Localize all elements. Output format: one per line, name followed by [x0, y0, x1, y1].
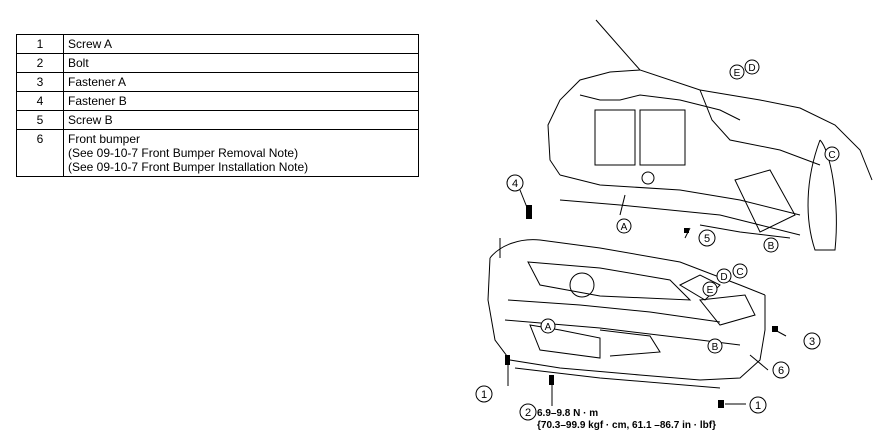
- callout-c-label: C: [828, 150, 835, 161]
- callout-6: 6: [772, 361, 790, 379]
- callout-c-label: C: [736, 267, 743, 278]
- callout-1-right: 1: [749, 396, 767, 414]
- callout-5: 5: [698, 229, 716, 247]
- removal-note-link[interactable]: (See 09-10-7 Front Bumper Removal Note): [68, 146, 299, 160]
- part-number: 4: [16, 91, 64, 111]
- callout-4: 4: [506, 174, 524, 192]
- callout-2: 2: [519, 403, 537, 421]
- table-row: 1 Screw A: [16, 34, 419, 54]
- torque-spec: 6.9–9.8 N · m {70.3–99.9 kgf · cm, 61.1 …: [537, 408, 716, 432]
- callout-a-label: A: [545, 322, 552, 333]
- part-description: Front bumper (See 09-10-7 Front Bumper R…: [63, 129, 419, 177]
- part-name: Screw B: [63, 110, 419, 130]
- vehicle-body-outline: [547, 19, 873, 251]
- callout-d-upper: D: [744, 59, 760, 75]
- callout-b-label: B: [768, 241, 775, 252]
- callout-e-label: E: [707, 285, 714, 296]
- table-row: 4 Fastener B: [16, 91, 419, 111]
- torque-value-kgf: {70.3–99.9 kgf · cm, 61.1 –86.7 in · lbf…: [537, 420, 716, 431]
- callout-e-label: E: [734, 68, 741, 79]
- fastener-markers: [505, 205, 778, 408]
- part-name: Bolt: [63, 53, 419, 73]
- front-bumper-outline: [487, 238, 766, 389]
- part-name: Front bumper: [68, 132, 141, 146]
- callout-d-label: D: [720, 272, 727, 283]
- callout-a-upper: A: [616, 218, 632, 234]
- callout-1-label: 1: [755, 400, 761, 412]
- callout-2-label: 2: [525, 407, 531, 419]
- callout-b-upper: B: [763, 237, 779, 253]
- parts-table: 1 Screw A 2 Bolt 3 Fastener A 4 Fastener…: [16, 34, 419, 177]
- part-number: 3: [16, 72, 64, 92]
- part-name: Screw A: [63, 34, 419, 54]
- part-number: 1: [16, 34, 64, 54]
- part-number: 6: [16, 129, 64, 177]
- callout-c-upper: C: [824, 146, 840, 162]
- part-name: Fastener A: [63, 72, 419, 92]
- callout-1-label: 1: [481, 389, 487, 401]
- callout-3-label: 3: [809, 336, 815, 348]
- part-name: Fastener B: [63, 91, 419, 111]
- bumper-exploded-diagram: 1 2 3 4 5 6 1 A A B B C: [475, 19, 873, 421]
- callout-b-lower: B: [707, 338, 723, 354]
- torque-value-nm: 6.9–9.8 N · m: [537, 408, 599, 419]
- callout-4-label: 4: [512, 178, 518, 190]
- installation-note-link[interactable]: (See 09-10-7 Front Bumper Installation N…: [68, 160, 309, 174]
- callout-3: 3: [803, 332, 821, 350]
- part-number: 5: [16, 110, 64, 130]
- callout-a-label: A: [621, 222, 628, 233]
- callout-d-lower: D: [716, 268, 732, 284]
- callout-e-lower: E: [702, 281, 718, 297]
- callout-5-label: 5: [704, 233, 710, 245]
- callout-6-label: 6: [778, 365, 784, 377]
- table-row: 3 Fastener A: [16, 72, 419, 92]
- table-row: 2 Bolt: [16, 53, 419, 73]
- part-number: 2: [16, 53, 64, 73]
- callout-d-label: D: [748, 63, 755, 74]
- callout-a-lower: A: [540, 318, 556, 334]
- callout-1-left: 1: [475, 385, 493, 403]
- table-row: 5 Screw B: [16, 110, 419, 130]
- table-row: 6 Front bumper (See 09-10-7 Front Bumper…: [16, 129, 419, 177]
- callout-e-upper: E: [729, 64, 745, 80]
- callout-c-lower: C: [732, 263, 748, 279]
- callout-b-label: B: [712, 342, 719, 353]
